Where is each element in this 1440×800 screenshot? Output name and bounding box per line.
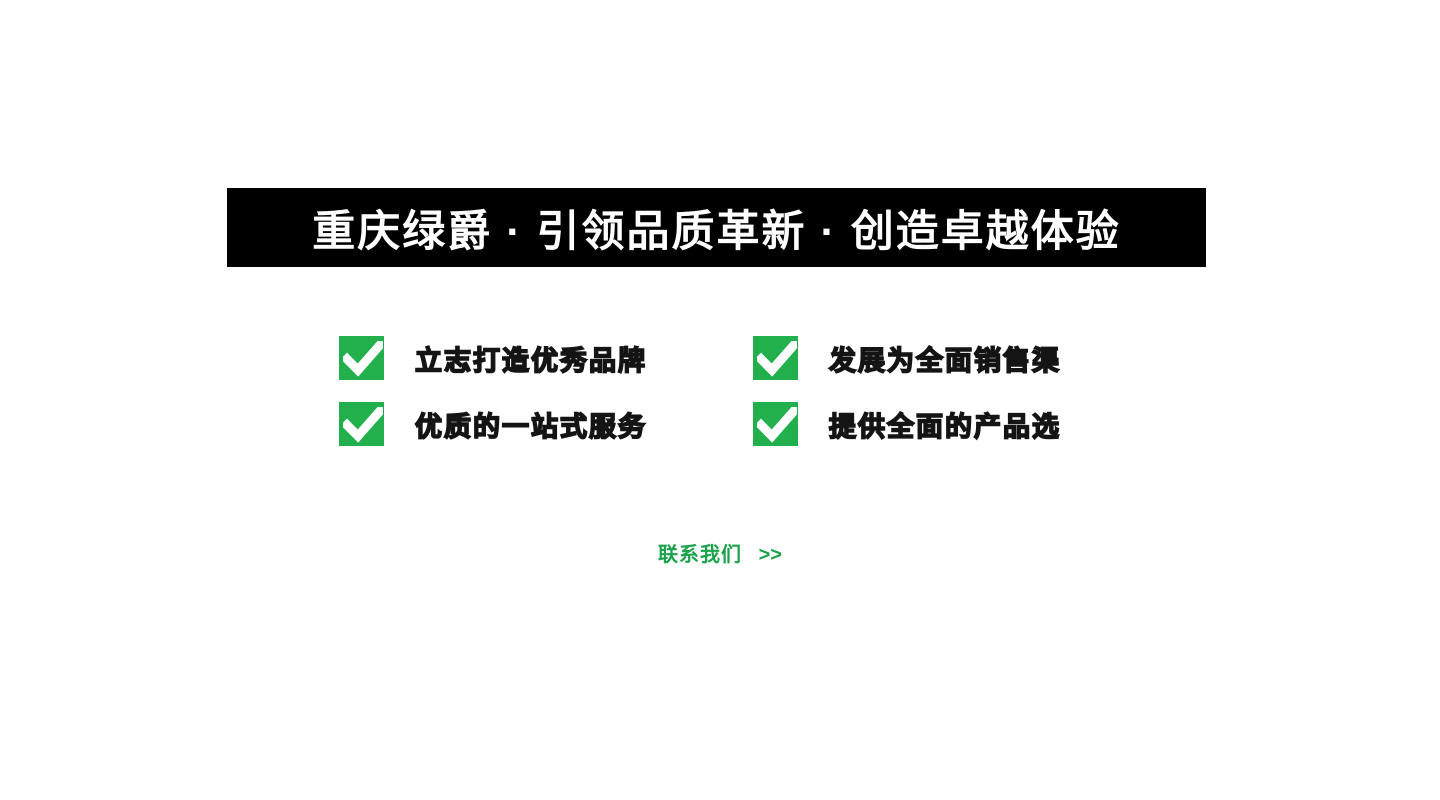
check-icon — [753, 402, 798, 446]
feature-item: 立志打造优秀品牌 — [339, 336, 647, 380]
feature-label: 提供全面的产品选 — [828, 411, 1061, 443]
feature-label: 立志打造优秀品牌 — [414, 345, 647, 377]
banner-title: 重庆绿爵 · 引领品质革新 · 创造卓越体验 — [312, 207, 1121, 256]
contact-us-link[interactable]: 联系我们 >> — [0, 538, 1440, 567]
feature-label: 发展为全面销售渠 — [828, 345, 1061, 377]
feature-item: 发展为全面销售渠 — [753, 336, 1061, 380]
check-icon — [753, 336, 798, 380]
check-icon — [339, 402, 384, 446]
feature-item: 优质的一站式服务 — [339, 402, 647, 446]
banner-headline: 重庆绿爵 · 引领品质革新 · 创造卓越体验 — [227, 188, 1206, 267]
contact-us-label: 联系我们 — [658, 544, 743, 566]
feature-label: 优质的一站式服务 — [414, 411, 647, 443]
feature-item: 提供全面的产品选 — [753, 402, 1061, 446]
check-icon — [339, 336, 384, 380]
double-arrow-icon: >> — [758, 544, 782, 566]
